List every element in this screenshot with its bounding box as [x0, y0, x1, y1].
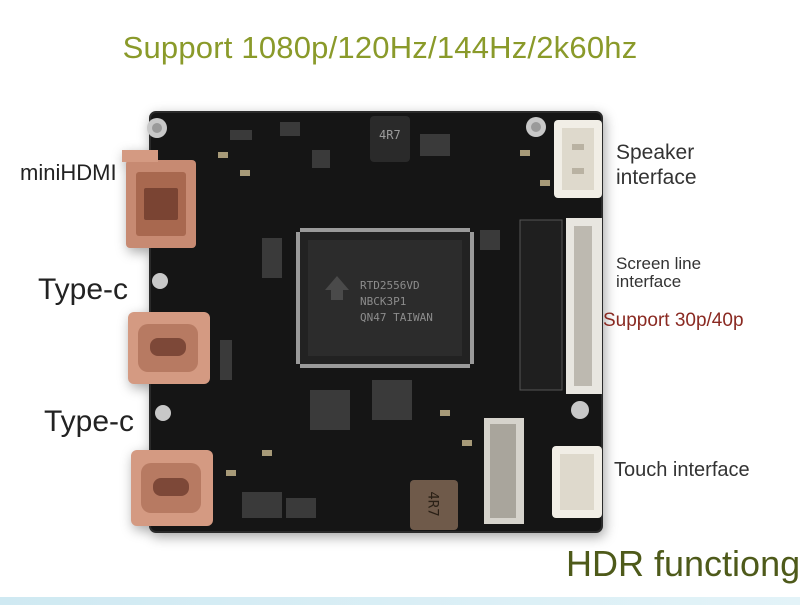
- main-controller-chip: [296, 228, 474, 368]
- mount-hole-ml: [152, 273, 168, 289]
- touch-connector: [552, 446, 602, 518]
- label-speaker-interface: Speaker interface: [616, 140, 697, 190]
- label-speaker-line-2: interface: [616, 166, 697, 189]
- chip-marking-line-1: RTD2556VD: [360, 279, 420, 292]
- mount-hole-br: [571, 401, 589, 419]
- inductor-top: [370, 116, 410, 162]
- label-support-30p-40p: Support 30p/40p: [603, 310, 744, 331]
- inductor-marking-top: 4R7: [379, 128, 401, 142]
- chip-marking-line-2: NBCK3P1: [360, 295, 407, 308]
- label-screen-line-1: Screen line: [616, 254, 702, 273]
- label-speaker-line-1: Speaker: [616, 141, 695, 164]
- inductor-bottom: [410, 480, 458, 530]
- label-touch-interface: Touch interface: [614, 459, 750, 481]
- bottom-strip: [0, 597, 800, 605]
- label-screen-line-interface: Screen line interface: [616, 255, 701, 291]
- gold-pads: [218, 150, 550, 476]
- label-type-c-2: Type-c: [44, 405, 135, 438]
- speaker-connector: [554, 120, 602, 198]
- screen-line-connector: [519, 218, 602, 394]
- headline: Support 1080p/120Hz/144Hz/2k60hz: [122, 30, 638, 65]
- mount-hole-ml2: [155, 405, 171, 421]
- label-hdr-function: HDR functiong: [566, 543, 800, 584]
- mini-hdmi-connector: [122, 150, 196, 248]
- small-components: [220, 122, 500, 518]
- inductor-marking-bottom: 4R7: [424, 491, 441, 517]
- type-c-connector-1: [128, 312, 210, 384]
- label-screen-line-2: interface: [616, 272, 682, 291]
- chip-marking-line-3: QN47 TAIWAN: [360, 311, 433, 324]
- touch-fpc-connector: [484, 418, 524, 524]
- chip-markings: RTD2556VD NBCK3P1 QN47 TAIWAN: [360, 278, 433, 326]
- label-mini-hdmi: miniHDMI: [20, 160, 117, 185]
- type-c-connector-2: [131, 450, 213, 526]
- label-type-c-1: Type-c: [38, 273, 129, 306]
